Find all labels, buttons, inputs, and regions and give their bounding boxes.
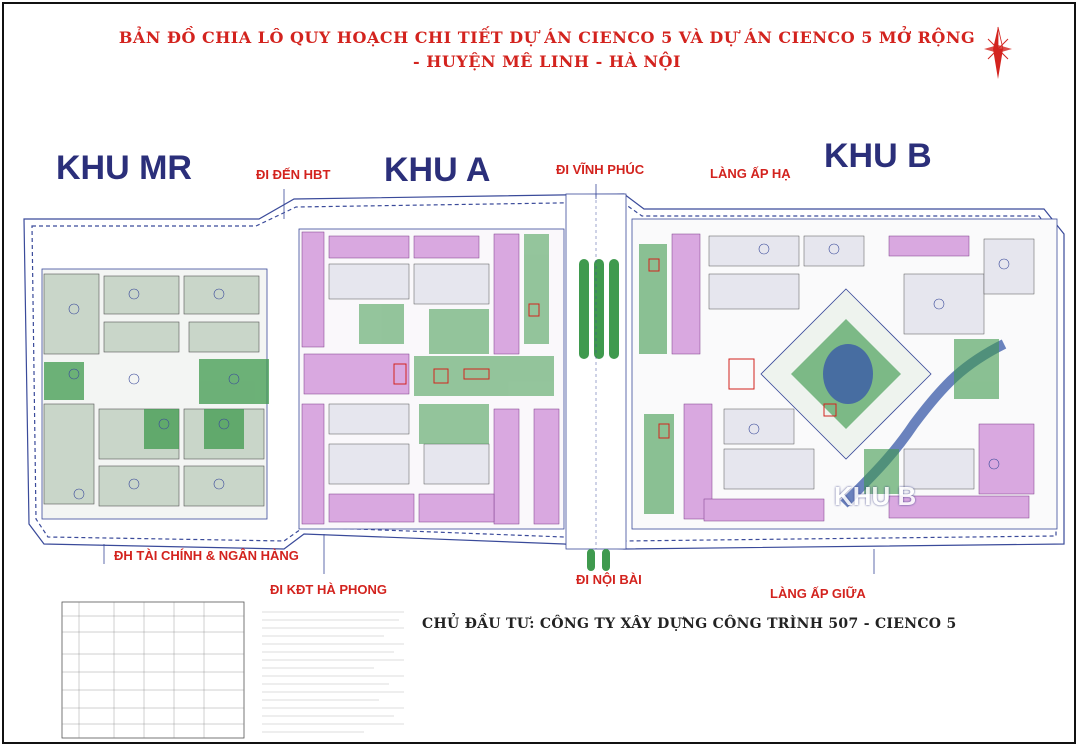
road-label-dh-tai-chinh: ĐH TÀI CHÍNH & NGÂN HÀNG bbox=[114, 548, 299, 563]
khu-a-area bbox=[298, 228, 565, 530]
zone-label-b-watermark: KHU B bbox=[834, 481, 917, 511]
road-label-kdt-ha-phong: ĐI KĐT HÀ PHONG bbox=[270, 582, 387, 597]
map-title-line2: - HUYỆN MÊ LINH - HÀ NỘI bbox=[413, 52, 681, 71]
khu-mr-area bbox=[41, 268, 269, 520]
road-label-lang-ap-giua: LÀNG ẤP GIỮA bbox=[770, 586, 866, 601]
investor-label: CHỦ ĐẦU TƯ: CÔNG TY XÂY DỰNG CÔNG TRÌNH … bbox=[422, 616, 957, 632]
road-label-noi-bai: ĐI NỘI BÀI bbox=[576, 572, 642, 587]
zone-label-mr: KHU MR bbox=[56, 149, 192, 187]
road-label-hbt: ĐI ĐẾN HBT bbox=[256, 167, 331, 182]
zone-label-a: KHU A bbox=[384, 151, 491, 189]
zone-label-b: KHU B bbox=[824, 137, 932, 175]
road-label-lang-ap-ha: LÀNG ẤP HẠ bbox=[710, 166, 791, 181]
central-boulevard bbox=[565, 193, 627, 571]
map-title-line1: BẢN ĐỒ CHIA LÔ QUY HOẠCH CHI TIẾT DỰ ÁN … bbox=[118, 28, 976, 47]
road-label-vinh-phuc: ĐI VĨNH PHÚC bbox=[556, 162, 645, 177]
site-plan bbox=[23, 184, 1065, 574]
khu-b-area bbox=[631, 218, 1058, 530]
